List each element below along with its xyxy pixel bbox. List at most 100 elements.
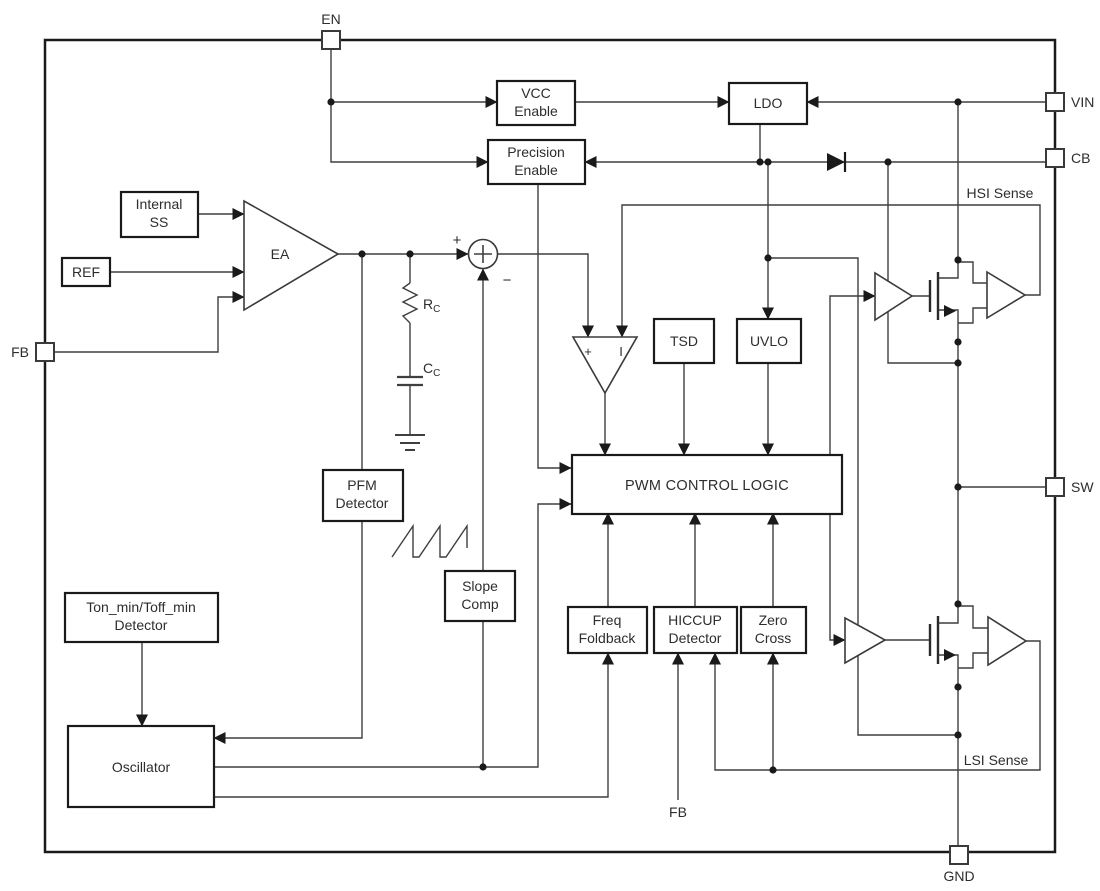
pins: EN VIN CB SW GND FB (11, 11, 1094, 884)
sum-minus-label: − (503, 272, 512, 289)
components (391, 152, 1028, 667)
junction-dot (954, 359, 962, 367)
fb-internal-label: FB (669, 804, 687, 820)
wire-precision-enable-to-pwm (537, 184, 572, 474)
wire-pwm-to-hs-driver (829, 290, 876, 455)
hs-current-sense-amp-icon (986, 270, 1027, 320)
wire-ls-source-stub (938, 654, 959, 687)
wire-lsi-sense-to-hiccup (709, 640, 1041, 771)
uvlo-label: UVLO (750, 333, 788, 349)
wire-en-to-precision-enable (330, 49, 489, 168)
ground-icon (395, 434, 425, 451)
junction-dot (954, 98, 962, 106)
wire-fb-pin-to-ea (54, 291, 245, 353)
ls-current-sense-amp-icon (987, 615, 1028, 667)
capacitor-icon (397, 375, 423, 387)
wire-ldo-rail-to-lowside (768, 257, 958, 736)
wire-ls-sense-taps (958, 605, 988, 669)
pwm-comparator: + I (571, 336, 639, 395)
wire-oscillator-to-pwm (214, 498, 572, 768)
junction-dot (764, 158, 772, 166)
ref-label: REF (72, 264, 100, 280)
pin-sw-label: SW (1071, 479, 1094, 495)
summing-junction-icon (467, 238, 499, 270)
junction-dot (954, 338, 962, 346)
comparator-plus-label: + (584, 344, 592, 359)
hs-mosfet-icon (928, 272, 956, 320)
ea-label: EA (271, 246, 290, 262)
annotations: HSI Sense LSI Sense FB + − RC CC (423, 185, 1034, 820)
pwm-label: PWM CONTROL LOGIC (625, 478, 789, 494)
chip-boundary (43, 38, 1057, 854)
wire-hs-sense-taps (958, 261, 987, 324)
pin-gnd: GND (943, 845, 975, 884)
wire-pwm-to-ls-driver (829, 513, 846, 646)
rc-label: RC (423, 296, 440, 315)
ldo-label: LDO (754, 95, 783, 111)
pin-cb: CB (1045, 148, 1090, 168)
wire-cb-to-sw-node (887, 162, 958, 364)
junction-dot (954, 600, 962, 608)
lsi-sense-label: LSI Sense (964, 752, 1029, 768)
pin-vin-label: VIN (1071, 94, 1094, 110)
wire-sum-to-comparator (497, 253, 594, 338)
block-oscillator: Oscillator (66, 724, 216, 809)
wire-ls-drain-stub (938, 604, 959, 624)
wire-hs-drain-stub (938, 260, 959, 279)
diode-icon (827, 152, 847, 172)
wire-oscillator-to-freq-foldback (214, 652, 614, 798)
wires (54, 49, 1046, 846)
pin-en: EN (321, 11, 341, 50)
junction-dot (769, 766, 777, 774)
pin-en-label: EN (321, 11, 340, 27)
junction-dot (406, 250, 414, 258)
junction-dot (327, 98, 335, 106)
hsi-sense-label: HSI Sense (967, 185, 1034, 201)
junction-dot (954, 683, 962, 691)
junction-dot (954, 256, 962, 264)
block-uvlo: UVLO (735, 317, 803, 365)
ls-mosfet-icon (928, 616, 956, 664)
pin-fb-label: FB (11, 344, 29, 360)
pin-vin: VIN (1045, 92, 1094, 112)
cc-label: CC (423, 360, 440, 379)
junction-dots (327, 98, 962, 774)
pin-cb-label: CB (1071, 150, 1090, 166)
junction-dot (756, 158, 764, 166)
junction-dot (954, 731, 962, 739)
oscillator-label: Oscillator (112, 759, 171, 775)
junction-dot (884, 158, 892, 166)
wire-ea-to-pfm-to-oscillator (213, 254, 363, 744)
tsd-label: TSD (670, 333, 698, 349)
resistor-icon (401, 282, 419, 324)
error-amplifier: EA (243, 199, 340, 312)
sum-plus-label: + (453, 232, 462, 249)
wire-hsi-sense-to-comparator (616, 204, 1041, 338)
block-ref: REF (60, 256, 112, 288)
junction-dot (954, 483, 962, 491)
pin-sw: SW (1045, 477, 1094, 497)
pin-fb: FB (11, 342, 55, 362)
junction-dot (764, 254, 772, 262)
hs-gate-driver-icon (874, 271, 914, 322)
